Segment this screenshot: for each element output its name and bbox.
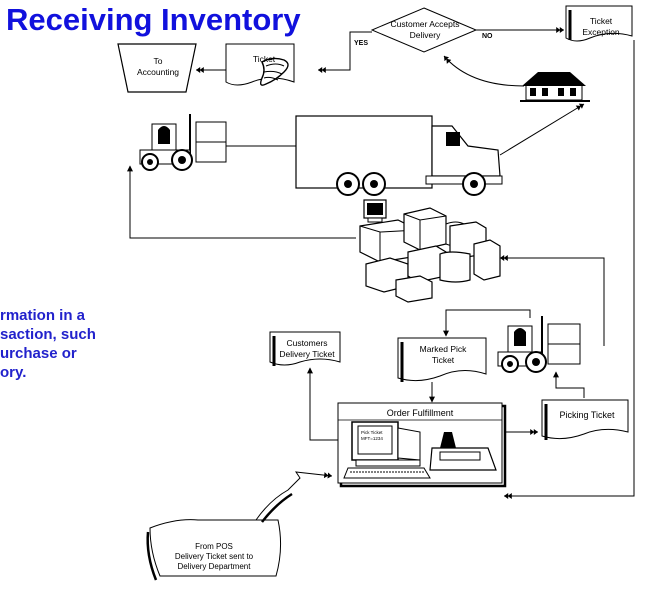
truck-to-house-arrow [499,103,585,156]
monitor-screen-text: Pick Ticket MFT=1234 [361,430,391,442]
forklift-to-marked-ticket-arrow [443,309,531,337]
pos-arrow-shadow [261,492,293,523]
screen-line-1: Pick Ticket [361,430,383,435]
yes-arrow [318,31,372,73]
from-pos-label: From POS Delivery Ticket sent to Deliver… [152,542,276,572]
house-icon [520,72,590,102]
ticket-exception-line-1: Ticket [589,16,613,26]
order-to-customer-ticket-arrow [307,367,338,441]
to-accounting-line-2: Accounting [136,67,180,77]
customer-accepts-line-1: Customer Accepts [390,19,460,29]
pos-to-order-arrow [255,471,333,521]
forklift-icon-top [139,114,227,171]
no-label: NO [482,33,493,40]
to-accounting-label: To Accounting [130,56,186,78]
picking-ticket-label: Picking Ticket [559,410,615,420]
delivery-truck-icon [295,115,503,196]
customers-delivery-ticket-doc [269,331,341,366]
ticket-exception-label: Ticket Exception [572,16,630,38]
to-accounting-shape [117,43,197,93]
picking-ticket-to-forklift-arrow [553,371,585,398]
exception-return-arrow [504,40,635,499]
forklift-icon-bottom [497,316,581,373]
to-accounting-line-1: To [153,56,163,66]
ticket-doc [225,43,295,86]
ticket-exception-line-2: Exception [582,27,620,37]
from-pos-line-2: Delivery Ticket sent to [174,552,254,561]
from-pos-line-3: Delivery Department [177,562,251,571]
marked-pick-ticket-label: Marked Pick Ticket [404,344,482,366]
from-pos-doc [146,519,282,581]
inventory-stock-icon [359,199,501,303]
house-to-decision-arrow [443,55,525,87]
marked-pick-line-1: Marked Pick [419,344,467,354]
order-fulfillment-label: Order Fulfillment [386,408,454,418]
ticket-exception-doc [565,5,633,42]
side-line-3: urchase or [0,345,77,362]
customers-ticket-line-2: Delivery Ticket [279,349,335,359]
from-pos-line-1: From POS [195,542,233,551]
forklift-to-inventory-arrow [500,255,605,346]
customer-accepts-decision [370,7,478,53]
side-description: rmation in a saction, such urchase or or… [0,306,96,382]
customer-accepts-label: Customer Accepts Delivery [380,19,470,41]
side-line-1: rmation in a [0,307,86,324]
picking-ticket-doc [541,399,629,440]
side-line-4: ory. [0,364,27,381]
side-line-2: saction, such [0,326,96,343]
ticket-label: Ticket [252,54,276,64]
diagram-title: Receiving Inventory [6,2,301,37]
marked-pick-line-2: Ticket [431,355,455,365]
order-fulfillment-box [337,402,507,488]
inventory-to-forklift-arrow [127,165,356,239]
customer-accepts-line-2: Delivery [409,30,441,40]
customers-delivery-ticket-label: Customers Delivery Ticket [276,338,338,360]
marked-pick-ticket-doc [397,337,487,382]
screen-line-2: MFT=1234 [361,436,383,441]
customers-ticket-line-1: Customers [286,338,328,348]
yes-label: YES [354,40,369,47]
